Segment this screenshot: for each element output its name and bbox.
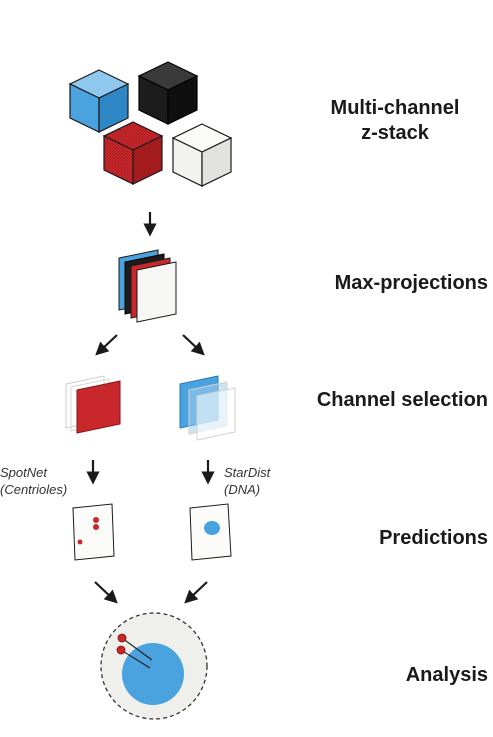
arrow-to-analysis-right xyxy=(184,581,208,604)
tool-label-stardist: StarDist (DNA) xyxy=(224,464,270,498)
nucleus xyxy=(122,643,184,705)
centriole xyxy=(117,633,127,643)
nucleus-mask xyxy=(204,521,220,535)
distance-line xyxy=(120,649,151,669)
step-label-zstack-line1: Multi-channel xyxy=(330,97,460,119)
arrow-down-right xyxy=(182,334,205,356)
centriole xyxy=(116,645,126,655)
centriole-spot xyxy=(93,517,99,523)
spotnet-prediction xyxy=(72,503,115,561)
tool-target-spotnet: (Centrioles) xyxy=(0,482,68,497)
centriole-spot xyxy=(77,539,83,545)
tool-target-stardist: (DNA) xyxy=(224,482,261,497)
tool-name-stardist: StarDist xyxy=(224,465,271,480)
cube-white xyxy=(171,123,233,187)
tool-name-spotnet: SpotNet xyxy=(0,465,47,480)
step-label-analysis: Analysis xyxy=(405,664,488,686)
arrow-to-analysis-left xyxy=(94,581,118,604)
step-label-predictions: Predictions xyxy=(379,527,488,549)
max-projection-stack xyxy=(118,249,177,323)
step-label-channel-selection: Channel selection xyxy=(316,389,488,411)
stardist-prediction xyxy=(189,503,232,561)
distance-line xyxy=(121,637,153,661)
cube-red xyxy=(102,121,164,185)
step-label-zstack: Multi-channel z-stack xyxy=(320,96,470,146)
step-label-max-projections: Max-projections xyxy=(334,272,488,294)
tool-label-spotnet: SpotNet (Centrioles) xyxy=(0,464,67,498)
cube-blue xyxy=(68,69,130,133)
channel-red-selected xyxy=(65,375,121,434)
cube-black xyxy=(137,61,199,125)
arrow-down-left xyxy=(95,334,118,356)
channel-blue-selected xyxy=(179,375,236,441)
step-label-zstack-line2: z-stack xyxy=(361,122,429,144)
centriole-spot xyxy=(93,524,99,530)
analysis-cell xyxy=(100,612,208,720)
